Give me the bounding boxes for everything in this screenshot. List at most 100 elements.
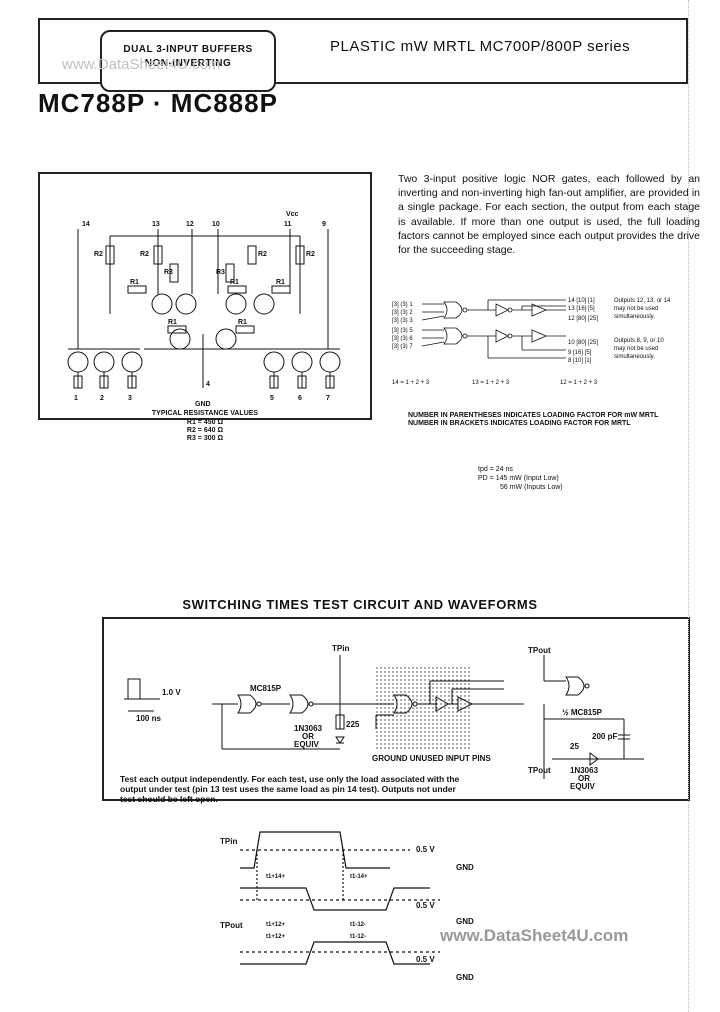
mc815p-half-label: ½ MC815P	[562, 708, 603, 717]
pin-12-label: 12	[186, 221, 194, 228]
switching-waveforms: TPin TPout 0.5 V GND 0.5 V GND 0.5 V GND…	[220, 831, 474, 982]
logic-equation: 14 = 1 + 2 + 3	[392, 380, 430, 386]
gnd-label: GND	[195, 401, 211, 408]
wave-t6: t1-12-	[350, 934, 366, 940]
logic-out-pin: 10 [80] [25]	[568, 340, 598, 346]
resistor-label: R3	[164, 269, 173, 276]
logic-diagram: [3] (3) 1 [3] (3) 2 [3] (3) 3 [3] (3) 5 …	[392, 298, 671, 386]
timing-specs: tpd = 24 ns PD = 145 mW (Input Low) 56 m…	[478, 465, 563, 492]
resistance-title: TYPICAL RESISTANCE VALUES	[151, 410, 259, 417]
watermark-bottom: www.DataSheet4U.com	[440, 926, 629, 945]
logic-equation: 12 = 1 + 2 + 3	[560, 380, 598, 386]
resistor-25: 25	[570, 742, 579, 751]
schematic-frame: 14 13 12 10 11 9 Vcc 1 2 3 4 5 6 7 GND R…	[38, 172, 372, 420]
pulse-width: 100 ns	[136, 714, 161, 723]
tpd-spec: tpd = 24 ns	[478, 466, 513, 473]
logic-equation: 13 = 1 + 2 + 3	[472, 380, 510, 386]
pin-4-label: 4	[206, 381, 210, 388]
diode-a-line: OR	[302, 732, 314, 741]
test-circuit: TPin TPout MC815P ½ MC815P 1.0 V 100 ns …	[124, 644, 644, 791]
resistor-label: R2	[94, 251, 103, 258]
header-series-badge: DUAL 3-INPUT BUFFERS NON-INVERTING	[100, 30, 276, 92]
resistor-label: R1	[230, 279, 239, 286]
scan-edge	[688, 0, 695, 1012]
diode-b-line: 1N3063	[570, 766, 599, 775]
wave-v05a: 0.5 V	[416, 845, 435, 854]
pin-2-label: 2	[100, 395, 104, 402]
diode-b-line: EQUIV	[570, 782, 596, 791]
wave-t5: t1+12+	[266, 934, 286, 940]
loading-factor-note: NUMBER IN PARENTHESES INDICATES LOADING …	[408, 412, 658, 428]
wave-t4: t1-12-	[350, 922, 366, 928]
wave-v05b: 0.5 V	[416, 901, 435, 910]
device-description: Two 3-input positive logic NOR gates, ea…	[398, 173, 700, 257]
diode-a-line: EQUIV	[294, 740, 320, 749]
logic-out-pin: 12 [80] [25]	[568, 316, 598, 322]
logic-in-pin: [3] (3) 5	[392, 328, 413, 334]
resistor-label: R3	[216, 269, 225, 276]
tp-out-label-top: TPout	[528, 646, 551, 655]
logic-note-bottom: Outputs 8, 9, or 10	[614, 338, 664, 344]
capacitor-label: 200 pF	[592, 732, 617, 741]
vcc-label: Vcc	[286, 211, 299, 218]
diode-b-line: OR	[578, 774, 590, 783]
logic-in-pin: [3] (3) 7	[392, 344, 413, 350]
logic-note-top: may not be used	[614, 306, 658, 312]
wave-gnd2: GND	[456, 917, 474, 926]
tp-out-label-bottom: TPout	[528, 766, 551, 775]
pin-10-label: 10	[212, 221, 220, 228]
pd-spec-low: 56 mW (Inputs Low)	[500, 484, 563, 491]
pin-11-label: 11	[284, 221, 292, 228]
logic-out-pin: 8 [10] [1]	[568, 358, 592, 364]
pin-5-label: 5	[270, 395, 274, 402]
test-note: Test each output independently. For each…	[120, 774, 460, 804]
resistor-label: R2	[140, 251, 149, 258]
wave-t3: t1+12+	[266, 922, 286, 928]
pin-1-label: 1	[74, 395, 78, 402]
pulse-amplitude: 1.0 V	[162, 688, 181, 697]
wave-tp-in: TPin	[220, 837, 237, 846]
resistance-r2: R2 = 640 Ω	[186, 427, 224, 434]
logic-in-pin: [3] (3) 2	[392, 310, 413, 316]
resistor-label: R1	[276, 279, 285, 286]
part-number: MC788P · MC888P	[38, 88, 278, 118]
ground-unused-note: GROUND UNUSED INPUT PINS	[372, 754, 491, 763]
wave-tp-out: TPout	[220, 921, 243, 930]
resistance-r3: R3 = 300 Ω	[186, 435, 224, 442]
wave-gnd3: GND	[456, 973, 474, 982]
logic-note-bottom: simultaneously.	[614, 354, 655, 360]
tp-in-label: TPin	[332, 644, 349, 653]
watermark-top: www.DataSheet4U.com	[62, 56, 221, 73]
logic-in-pin: [3] (3) 1	[392, 302, 413, 308]
logic-note-top: Outputs 12, 13, or 14	[614, 298, 671, 304]
resistor-label: R1	[238, 319, 247, 326]
series-title: PLASTIC mW MRTL MC700P/800P series	[330, 38, 631, 55]
resistor-225: 225	[346, 720, 360, 729]
pin-14-label: 14	[82, 221, 90, 228]
test-circuit-frame: TPin TPout MC815P ½ MC815P 1.0 V 100 ns …	[102, 617, 690, 801]
pin-13-label: 13	[152, 221, 160, 228]
pin-9-label: 9	[322, 221, 326, 228]
logic-in-pin: [3] (3) 3	[392, 318, 413, 324]
wave-t2: t1-14+	[350, 874, 368, 880]
wave-t1: t1+14+	[266, 874, 286, 880]
header-box	[38, 18, 688, 84]
logic-out-pin: 14 [10] [1]	[568, 298, 595, 304]
logic-note-top: simultaneously.	[614, 314, 655, 320]
loading-note-line: NUMBER IN BRACKETS INDICATES LOADING FAC…	[408, 420, 631, 427]
wave-v05c: 0.5 V	[416, 955, 435, 964]
resistance-r1: R1 = 450 Ω	[186, 419, 224, 426]
badge-line-1: DUAL 3-INPUT BUFFERS	[123, 44, 253, 55]
section-title: SWITCHING TIMES TEST CIRCUIT AND WAVEFOR…	[182, 597, 538, 612]
mc815p-label: MC815P	[250, 684, 282, 693]
diode-a-line: 1N3063	[294, 724, 323, 733]
resistor-label: R2	[258, 251, 267, 258]
resistor-label: R1	[168, 319, 177, 326]
resistance-table: TYPICAL RESISTANCE VALUES R1 = 450 Ω R2 …	[150, 410, 260, 443]
loading-note-line: NUMBER IN PARENTHESES INDICATES LOADING …	[408, 412, 659, 419]
pin-3-label: 3	[128, 395, 132, 402]
logic-out-pin: 9 [16] [5]	[568, 350, 592, 356]
pin-6-label: 6	[298, 395, 302, 402]
logic-out-pin: 13 [16] [5]	[568, 306, 595, 312]
circuit-schematic: 14 13 12 10 11 9 Vcc 1 2 3 4 5 6 7 GND R…	[67, 211, 341, 408]
